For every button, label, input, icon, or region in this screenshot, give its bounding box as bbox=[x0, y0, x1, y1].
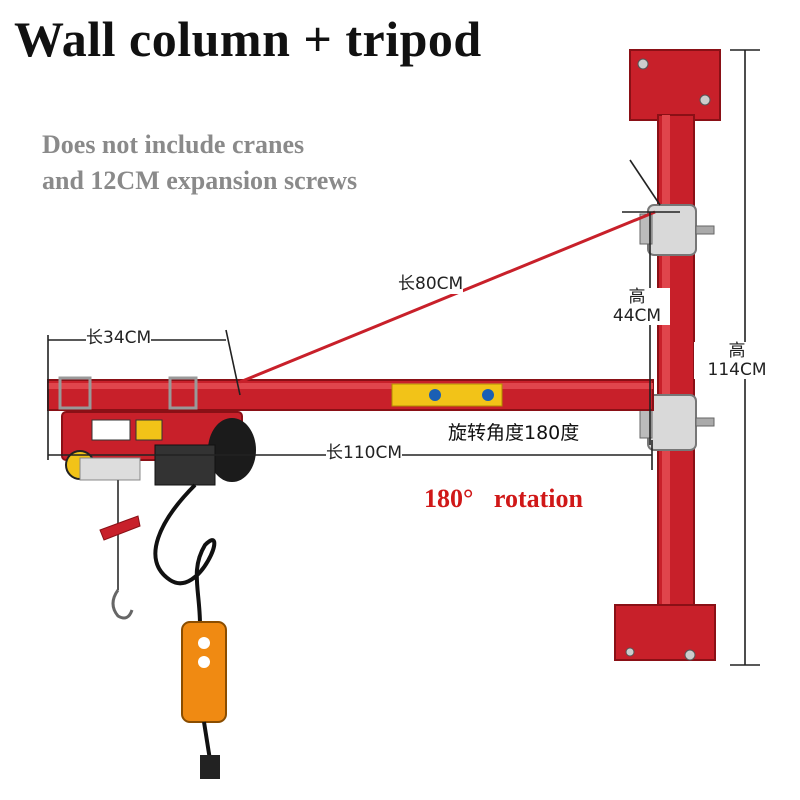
rotation-angle-en: 180° rotation bbox=[424, 484, 583, 513]
pendant-control bbox=[153, 483, 227, 779]
headline: Wall column + tripod bbox=[14, 11, 482, 67]
column-gap-cn: 高 bbox=[628, 287, 646, 307]
lower-clamp bbox=[639, 394, 715, 451]
notice-line-2: and 12CM expansion screws bbox=[42, 166, 358, 195]
column-gap-label: 高 44CM bbox=[604, 287, 670, 326]
column-height-label: 高 114CM bbox=[694, 341, 780, 380]
arm-short-length-label: 长34CM bbox=[86, 328, 152, 348]
hook-assembly bbox=[99, 480, 141, 620]
column-height-cn: 高 bbox=[728, 341, 746, 361]
notice-line-1: Does not include cranes bbox=[42, 130, 305, 159]
column-height-value: 114CM bbox=[707, 359, 767, 380]
upper-clamp bbox=[639, 204, 715, 256]
brace-rod bbox=[239, 210, 656, 384]
column-gap-value: 44CM bbox=[612, 305, 662, 326]
horizontal-arm bbox=[47, 376, 654, 411]
electric-hoist bbox=[61, 411, 256, 486]
rotation-angle-cn: 旋转角度180度 bbox=[446, 418, 582, 445]
brace-length-label: 长80CM bbox=[398, 274, 464, 294]
arm-total-length-label: 长110CM bbox=[326, 443, 402, 463]
